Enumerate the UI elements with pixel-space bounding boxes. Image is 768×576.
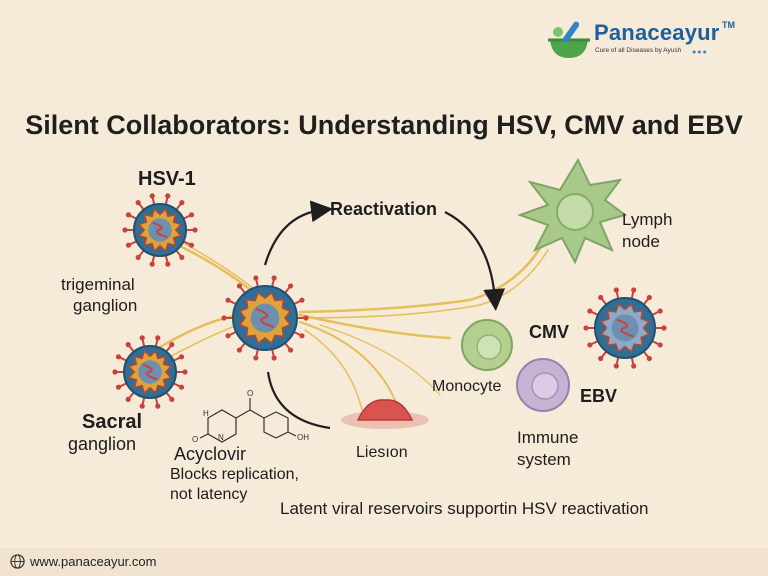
- return-arc: [266, 371, 331, 430]
- sacral-label-line2: ganglion: [68, 434, 137, 454]
- lesion-icon: [341, 399, 429, 429]
- acyclovir-structure-icon: [199, 398, 297, 443]
- footer-website-link[interactable]: www.panaceayur.com: [30, 554, 157, 569]
- reactivation-arrow-down: [444, 211, 506, 311]
- sacral-label-line1: Sacral: [82, 411, 143, 433]
- chem-o-label: O: [247, 389, 253, 398]
- trigeminal-label-line1: trigeminal: [61, 275, 135, 294]
- diagram-caption: Latent viral reservoirs supportin HSV re…: [280, 499, 649, 518]
- immune-cell: [516, 358, 570, 412]
- acyclovir-note-line2: not latency: [170, 486, 248, 503]
- reactivation-arrow: [263, 200, 333, 266]
- acyclovir-note-line1: Blocks replication,: [170, 466, 299, 483]
- immune-label-line1: Immune: [517, 428, 579, 447]
- cmv-virus-icon: [583, 287, 667, 369]
- chem-h-label: H: [203, 409, 209, 418]
- ebv-label: EBV: [580, 386, 618, 406]
- mortar-pestle-icon: [548, 21, 590, 58]
- globe-icon: [10, 554, 25, 569]
- page-title: Silent Collaborators: Understanding HSV,…: [25, 110, 743, 140]
- central-virus-icon: [221, 275, 309, 361]
- brand-logo: Panaceayur TM Cure of all Diseases by Ay…: [546, 18, 746, 62]
- hsv1-virus-icon: [122, 193, 198, 267]
- cmv-label: CMV: [529, 322, 569, 342]
- chem-o2-label: O: [192, 435, 198, 444]
- lymph-label-line2: node: [622, 232, 660, 251]
- footer-bar: [0, 548, 768, 576]
- brand-tagline: Cure of all Diseases by Ayush: [595, 47, 682, 54]
- brand-name: Panaceayur: [594, 20, 720, 45]
- acyclovir-label: Acyclovir: [174, 444, 247, 464]
- hsv1-label: HSV-1: [138, 168, 196, 190]
- brand-trademark: TM: [722, 20, 735, 30]
- lymph-label-line1: Lymph: [622, 210, 673, 229]
- chem-n-label: N: [218, 433, 224, 442]
- monocyte-label: Monocyte: [432, 378, 502, 395]
- trigeminal-label-line2: ganglion: [73, 296, 138, 315]
- chem-oh-label: OH: [297, 433, 309, 442]
- immune-label-line2: system: [517, 450, 571, 469]
- monocyte-cell: [461, 319, 513, 371]
- brand-dots: ●●●: [692, 49, 708, 56]
- lymph-node-cell: [517, 157, 628, 265]
- sacral-virus-icon: [112, 335, 188, 409]
- reactivation-label: Reactivation: [330, 199, 438, 219]
- lesion-label: Liesıon: [356, 444, 408, 461]
